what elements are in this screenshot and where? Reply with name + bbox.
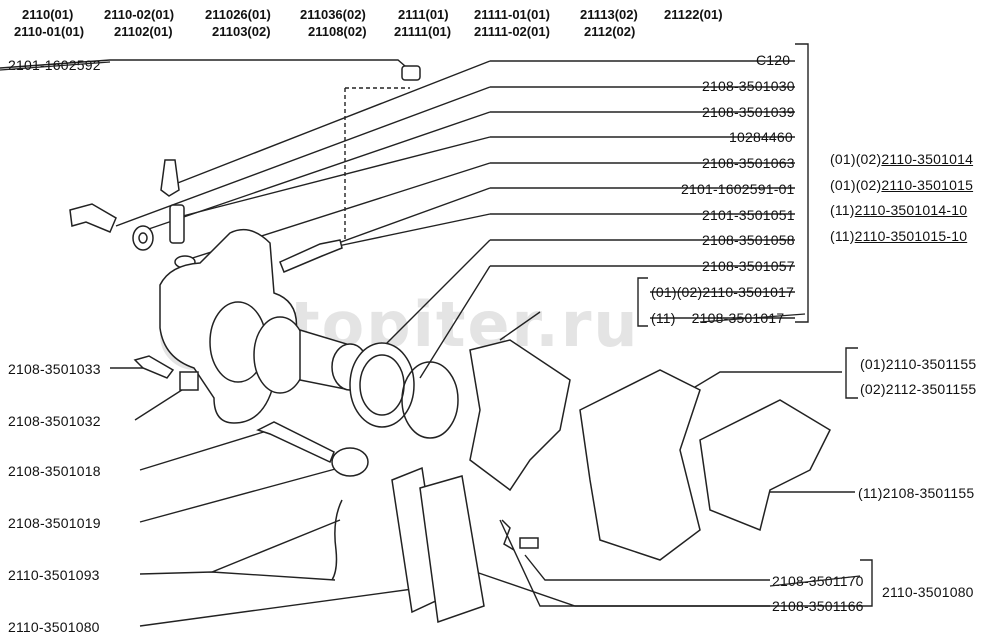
part-label[interactable]: (02)2112-3501155 — [860, 381, 977, 397]
clip — [501, 519, 515, 551]
variant-prefix: (11) — [651, 310, 676, 326]
guide-bolt — [69, 203, 117, 233]
bracket-3501155 — [845, 347, 858, 399]
small-bolt — [133, 355, 175, 379]
splash-shield — [699, 399, 831, 532]
part-label-variant[interactable]: (11) 2108-3501017 — [651, 310, 784, 326]
guide-pin — [256, 421, 335, 464]
variant-number: 2110-3501017 — [702, 284, 795, 300]
part-label[interactable]: 2108-3501058 — [702, 232, 795, 248]
part-label[interactable]: 2101-1602592 — [8, 57, 101, 73]
part-label[interactable]: 2108-3501030 — [702, 78, 795, 94]
part-label-variant[interactable]: (11)2110-3501014-10 — [830, 202, 967, 218]
bracket-3501017 — [637, 277, 648, 327]
variant-number: 2110-3501014 — [881, 151, 974, 167]
variant-number: 2110-3501015 — [881, 177, 974, 193]
part-label[interactable]: 2110-3501093 — [8, 567, 100, 583]
variant-prefix: (01)(02) — [651, 284, 703, 300]
lock-plate — [179, 371, 199, 391]
bleed-screw — [279, 239, 343, 273]
variant-prefix: (01)(02) — [830, 151, 882, 167]
part-label[interactable]: 2110-3501080 — [8, 619, 100, 635]
part-label[interactable]: 2110-3501080 — [882, 584, 974, 600]
part-label[interactable]: 2108-3501018 — [8, 463, 101, 479]
header-model: 21108(02) — [308, 24, 367, 39]
variant-number: 2108-3501017 — [691, 310, 785, 326]
brake-pad-2 — [419, 475, 485, 624]
header-model: 21102(01) — [114, 24, 173, 39]
part-label[interactable]: C120 — [756, 52, 791, 68]
part-label[interactable]: (11)2108-3501155 — [858, 485, 975, 501]
header-model: 211026(01) — [205, 7, 271, 22]
bleed-cap — [401, 65, 421, 81]
part-label[interactable]: (01)2110-3501155 — [860, 356, 977, 372]
part-label-variant[interactable]: (11)2110-3501015-10 — [830, 228, 967, 244]
part-label[interactable]: 2108-3501033 — [8, 361, 101, 377]
header-model: 211036(02) — [300, 7, 366, 22]
part-label[interactable]: 2108-3501063 — [702, 155, 795, 171]
part-label[interactable]: 2101-1602591-01 — [681, 181, 795, 197]
header-model: 21113(02) — [580, 7, 638, 22]
header-model: 21122(01) — [664, 7, 723, 22]
header-model: 2110(01) — [22, 7, 74, 22]
variant-number: 2110-3501015-10 — [854, 228, 968, 244]
header-model: 2110-02(01) — [104, 7, 175, 22]
part-label[interactable]: 10284460 — [729, 129, 793, 145]
part-label[interactable]: 2108-3501032 — [8, 413, 101, 429]
header-model: 2111(01) — [398, 7, 449, 22]
part-label-variant[interactable]: (01)(02)2110-3501017 — [651, 284, 794, 300]
part-label[interactable]: 2108-3501166 — [772, 598, 864, 614]
variant-prefix: (01)(02) — [830, 177, 882, 193]
header-model: 21103(02) — [212, 24, 271, 39]
part-label-variant[interactable]: (01)(02)2110-3501015 — [830, 177, 973, 193]
wear-wire — [331, 499, 343, 581]
caliper-carrier — [579, 369, 701, 561]
bracket-top-group — [795, 43, 809, 323]
variant-prefix: (11) — [830, 228, 855, 244]
variant-number: 2110-3501014-10 — [854, 202, 968, 218]
retaining-ring — [401, 361, 459, 439]
guide-boot — [331, 447, 369, 477]
pin — [519, 537, 539, 549]
header-model: 2110-01(01) — [14, 24, 85, 39]
part-label[interactable]: 2108-3501019 — [8, 515, 101, 531]
header-model: 21111-02(01) — [474, 24, 550, 39]
part-label[interactable]: 2108-3501057 — [702, 258, 795, 274]
part-label[interactable]: 2101-3501051 — [702, 207, 795, 223]
sensor-rod — [169, 204, 185, 244]
part-label[interactable]: 2108-3501039 — [702, 104, 795, 120]
bracket-3501080-right — [860, 559, 873, 607]
header-model: 21111-01(01) — [474, 7, 550, 22]
part-label-variant[interactable]: (01)(02)2110-3501014 — [830, 151, 973, 167]
header-model: 21111(01) — [394, 24, 452, 39]
sensor-body — [160, 159, 180, 197]
variant-prefix: (11) — [830, 202, 855, 218]
header-model: 2112(02) — [584, 24, 636, 39]
anchor-bracket — [469, 339, 571, 492]
